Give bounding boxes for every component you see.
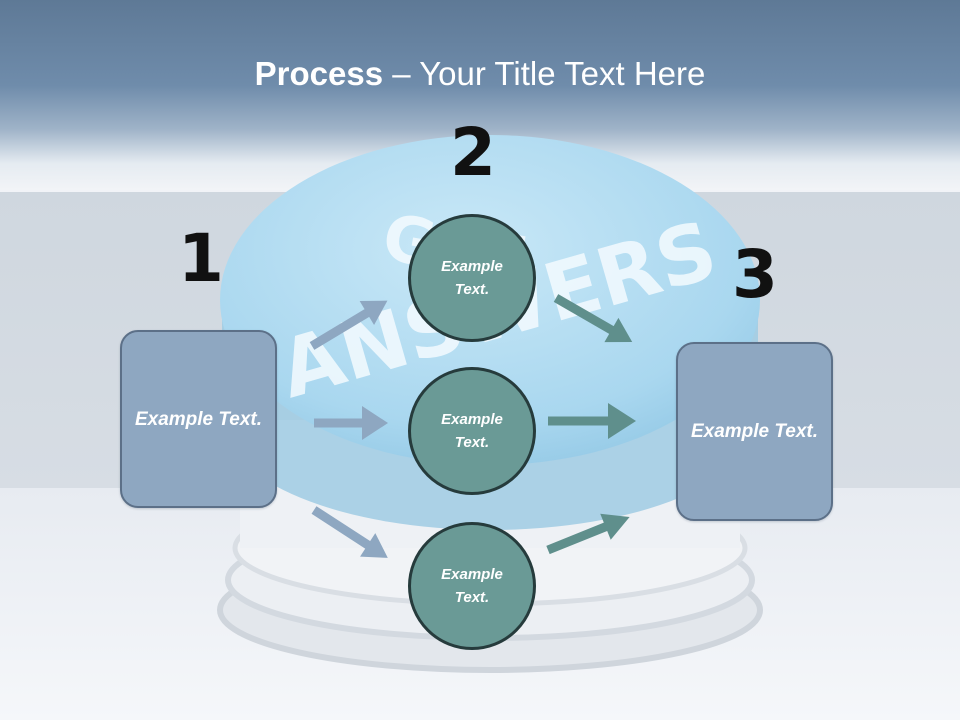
step-number-3: 3	[732, 236, 778, 313]
right-box-text: Example Text.	[690, 421, 819, 442]
step-number-1: 1	[178, 220, 224, 297]
circle-middle-text: Example Text.	[441, 411, 503, 451]
step-number-2: 2	[450, 114, 496, 191]
title-rest: – Your Title Text Here	[383, 55, 706, 92]
circle-top-text: Example Text.	[441, 258, 503, 298]
right-box: Example Text.	[676, 342, 833, 521]
circle-bottom: Example Text.	[408, 522, 536, 650]
left-box-text: Example Text.	[134, 408, 263, 430]
slide-title: Process – Your Title Text Here	[0, 52, 960, 96]
circle-bottom-text: Example Text.	[441, 566, 503, 606]
circle-top: Example Text.	[408, 214, 536, 342]
title-bold: Process	[254, 55, 384, 92]
circle-middle: Example Text.	[408, 367, 536, 495]
left-box: Example Text.	[120, 330, 277, 508]
